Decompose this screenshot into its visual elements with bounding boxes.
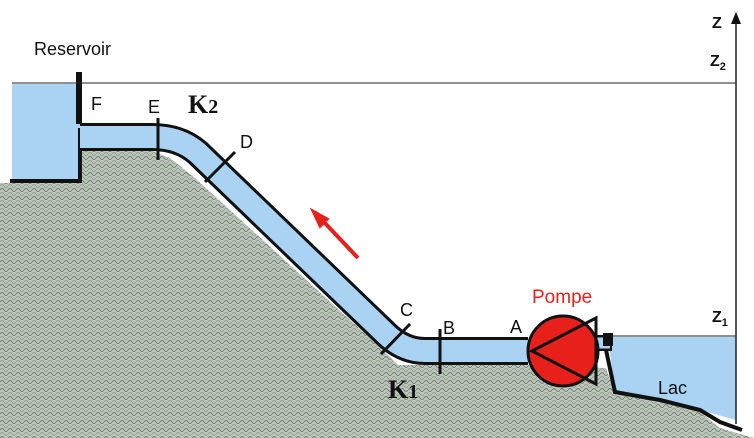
label-k1-sub: 1: [408, 381, 418, 403]
label-point-a: A: [510, 317, 522, 337]
label-reservoir: Reservoir: [34, 39, 111, 59]
label-point-d: D: [240, 132, 253, 152]
pump-icon: [526, 314, 600, 388]
reservoir-water: [12, 84, 80, 179]
label-k2-sub: 2: [208, 96, 218, 118]
label-k1-main: K: [388, 375, 409, 404]
label-point-b: B: [443, 318, 455, 338]
label-k2-main: K: [188, 90, 209, 119]
label-point-f: F: [91, 94, 102, 114]
label-point-e: E: [148, 97, 160, 117]
marker-c: [379, 322, 412, 356]
label-lake: Lac: [658, 378, 687, 398]
lake-water: [608, 337, 736, 420]
label-k1: K1: [388, 375, 418, 404]
pipe-water: [80, 126, 528, 362]
z-axis-arrow: [731, 12, 741, 24]
axis-z1-label: Z1: [712, 309, 728, 329]
z2-label-sub: 2: [720, 61, 726, 73]
flow-arrow-head: [309, 207, 330, 229]
lake-shore: [604, 349, 743, 432]
pump-triangle: [528, 315, 598, 387]
label-point-c: C: [400, 300, 413, 320]
ground-terrain: [0, 150, 754, 438]
z1-label-main: Z: [712, 309, 722, 326]
axis-z2-label: Z2: [710, 53, 726, 73]
axis-z-label: Z: [712, 15, 722, 32]
outlet-flange: [603, 333, 613, 346]
flow-arrow-shaft: [320, 218, 360, 260]
label-k2: K2: [188, 90, 218, 119]
z1-label-sub: 1: [722, 317, 728, 329]
marker-d: [203, 150, 237, 184]
z2-label-main: Z: [710, 53, 720, 70]
label-pump: Pompe: [532, 287, 592, 308]
